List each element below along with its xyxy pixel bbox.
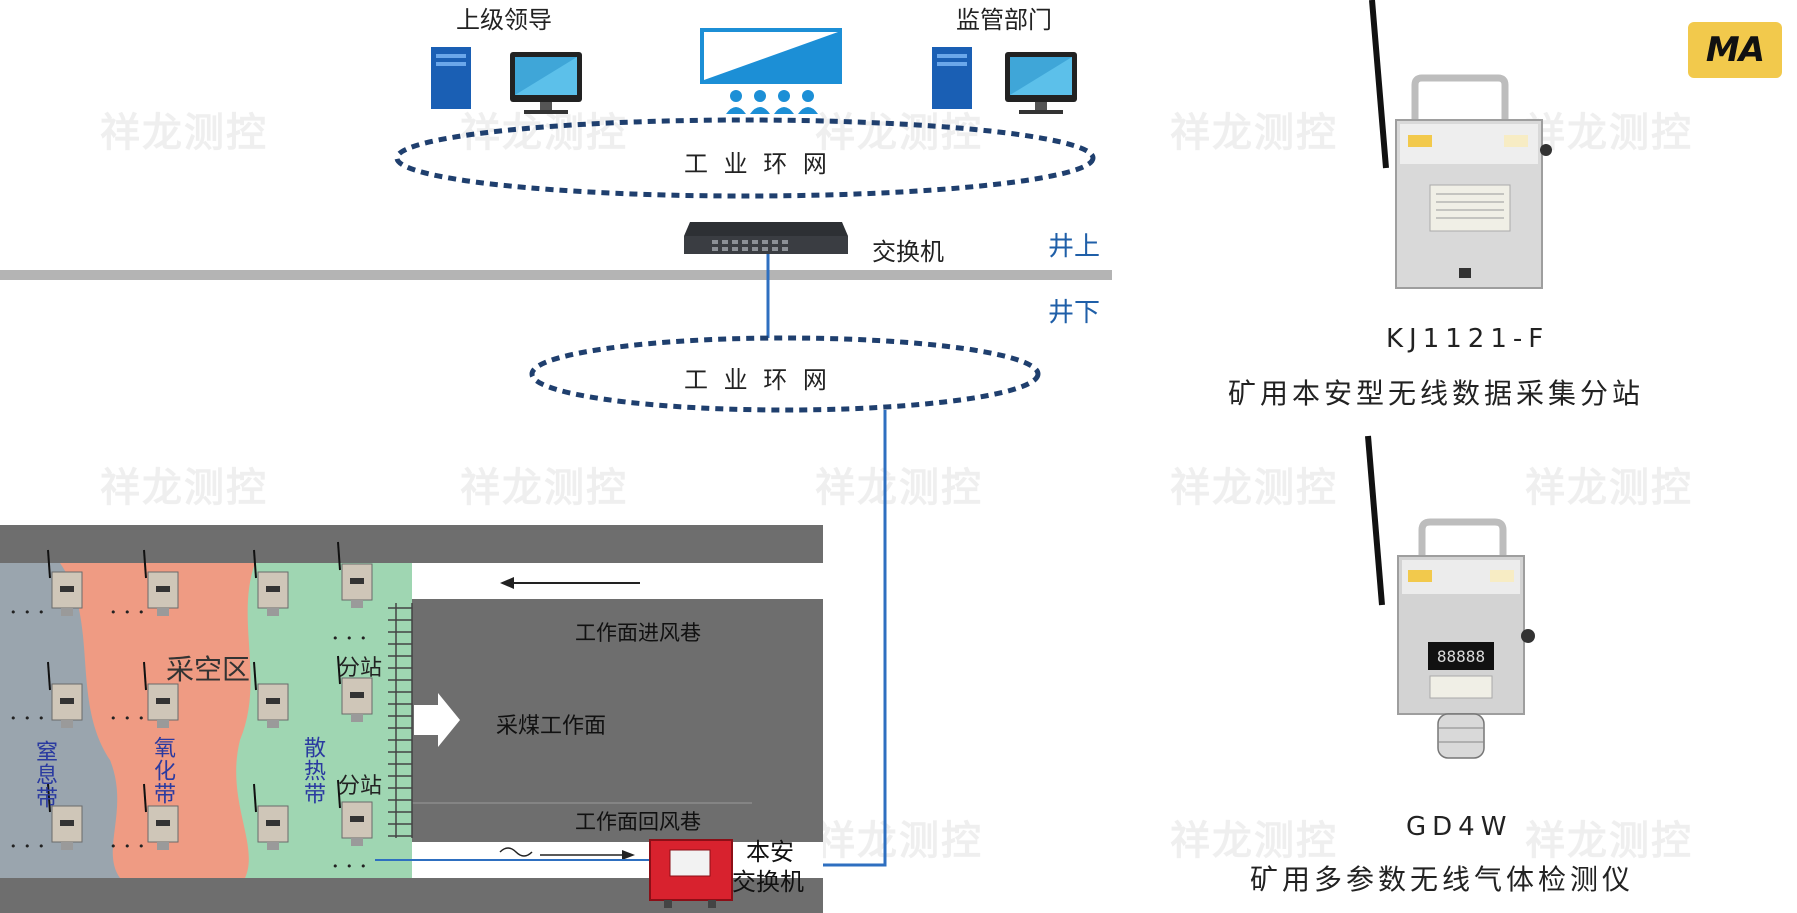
advance-arrow	[414, 693, 460, 747]
hydraulic-support	[388, 603, 413, 838]
above-ground-label: 井上	[1048, 232, 1101, 262]
ring-network-bottom	[529, 335, 1041, 413]
ma-logo-text: MA	[1705, 30, 1765, 70]
sensor-icon	[337, 541, 373, 608]
server-icon	[431, 47, 471, 109]
airflow-arrow	[499, 847, 635, 860]
sensor-icon	[47, 661, 83, 728]
watermark-text: 祥龙测控	[1170, 818, 1338, 864]
return-roadway-label: 工作面回风巷	[575, 810, 701, 834]
watermark-text: 祥龙测控	[1525, 110, 1693, 156]
sensor-group	[47, 541, 373, 850]
switch-label: 交换机	[872, 238, 944, 266]
dots-8: • • •	[332, 860, 369, 873]
device1-model: KJ1121-F	[1386, 324, 1550, 354]
airflow-arrow	[500, 577, 640, 589]
watermark-text: 祥龙测控	[815, 465, 983, 511]
device2-model: GD4W	[1406, 812, 1513, 842]
sensor-icon	[143, 783, 179, 850]
ma-certification-logo: MA	[1688, 22, 1782, 78]
dots-4: • • •	[110, 606, 147, 619]
zone-heat	[236, 563, 412, 878]
regulator-label: 监管部门	[956, 6, 1052, 34]
intake-roadway-label: 工作面进风巷	[575, 621, 701, 645]
sensor-icon	[253, 783, 289, 850]
leader-label: 上级领导	[456, 6, 552, 34]
ground-divider	[0, 270, 1112, 280]
display-reading: 88888	[1437, 647, 1485, 666]
watermark-text: 祥龙测控	[100, 465, 268, 511]
watermark-text: 祥龙测控	[1170, 465, 1338, 511]
ring-network-top	[394, 117, 1096, 199]
sensor-icon	[47, 783, 83, 850]
sensor-icon	[253, 661, 289, 728]
gas-detector-device: 88888	[1365, 435, 1535, 759]
watermark-text: 祥龙测控	[815, 818, 983, 864]
monitor-icon	[510, 52, 582, 114]
sensor-icon	[337, 779, 373, 846]
substation-lower-label: 分站	[338, 774, 383, 799]
below-ground-label: 井下	[1048, 298, 1101, 328]
dots-6: • • •	[110, 840, 147, 853]
watermark-text: 祥龙测控	[815, 110, 983, 156]
device1-name: 矿用本安型无线数据采集分站	[1228, 377, 1645, 410]
display-wall-icon	[700, 28, 842, 114]
data-substation-device	[1369, 0, 1552, 289]
switch-icon	[684, 222, 848, 254]
watermark-text: 祥龙测控	[1525, 818, 1693, 864]
zone-suffocation-label: 窒息带	[32, 740, 57, 809]
dots-5: • • •	[110, 712, 147, 725]
monitor-icon	[1005, 52, 1077, 114]
ring-top-label: 工 业 环 网	[684, 150, 831, 178]
ib-switch-icon	[649, 839, 733, 908]
dots-3: • • •	[10, 840, 47, 853]
zone-heat-label: 散热带	[300, 736, 325, 805]
server-icon	[932, 47, 972, 109]
ib-switch-label-2: 交换机	[732, 868, 804, 896]
sensor-icon	[143, 549, 179, 616]
dots-7: • • •	[332, 632, 369, 645]
dots-2: • • •	[10, 712, 47, 725]
device2-name: 矿用多参数无线气体检测仪	[1250, 863, 1635, 896]
zone-oxidation-label: 氧化带	[150, 736, 175, 805]
substation-upper-label: 分站	[338, 656, 383, 681]
watermark-text: 祥龙测控	[100, 110, 268, 156]
ib-switch-label-1: 本安	[746, 838, 794, 866]
sensor-icon	[337, 655, 373, 722]
goaf-label: 采空区	[166, 653, 251, 686]
sensor-icon	[143, 661, 179, 728]
ring-bottom-label: 工 业 环 网	[684, 366, 831, 394]
coal-face-label: 采煤工作面	[496, 714, 607, 739]
sensor-icon	[253, 549, 289, 616]
gas-display	[1428, 642, 1494, 670]
intake-roadway	[412, 563, 823, 599]
watermark-text: 祥龙测控	[1525, 465, 1693, 511]
watermark-text: 祥龙测控	[1170, 110, 1338, 156]
sensor-icon	[47, 549, 83, 616]
dots-1: • • •	[10, 606, 47, 619]
watermark-text: 祥龙测控	[460, 465, 628, 511]
